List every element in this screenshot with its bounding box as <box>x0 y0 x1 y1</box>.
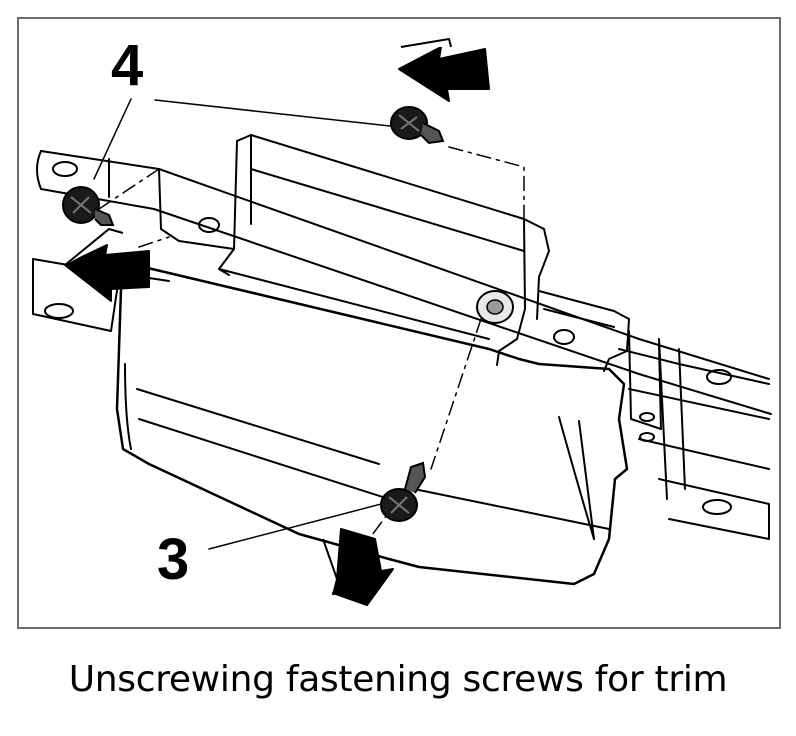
arrow-icon <box>322 528 394 606</box>
upper-trim-panel <box>236 134 526 366</box>
screw-icon <box>62 186 115 226</box>
lower-trim-cover <box>115 262 629 586</box>
arrow-icon <box>398 38 490 102</box>
screw-icon <box>380 461 427 522</box>
figure-caption: Unscrewing fastening screws for trim <box>68 659 728 700</box>
screw-hole <box>476 290 514 324</box>
trim-diagram <box>32 38 772 606</box>
upper-rail <box>40 150 770 380</box>
illustration-frame: 4 3 <box>17 17 781 629</box>
arrow-icon <box>64 228 150 302</box>
callout-4: 4 <box>111 33 144 98</box>
screw-icon <box>390 106 445 145</box>
callout-3: 3 <box>157 527 190 592</box>
